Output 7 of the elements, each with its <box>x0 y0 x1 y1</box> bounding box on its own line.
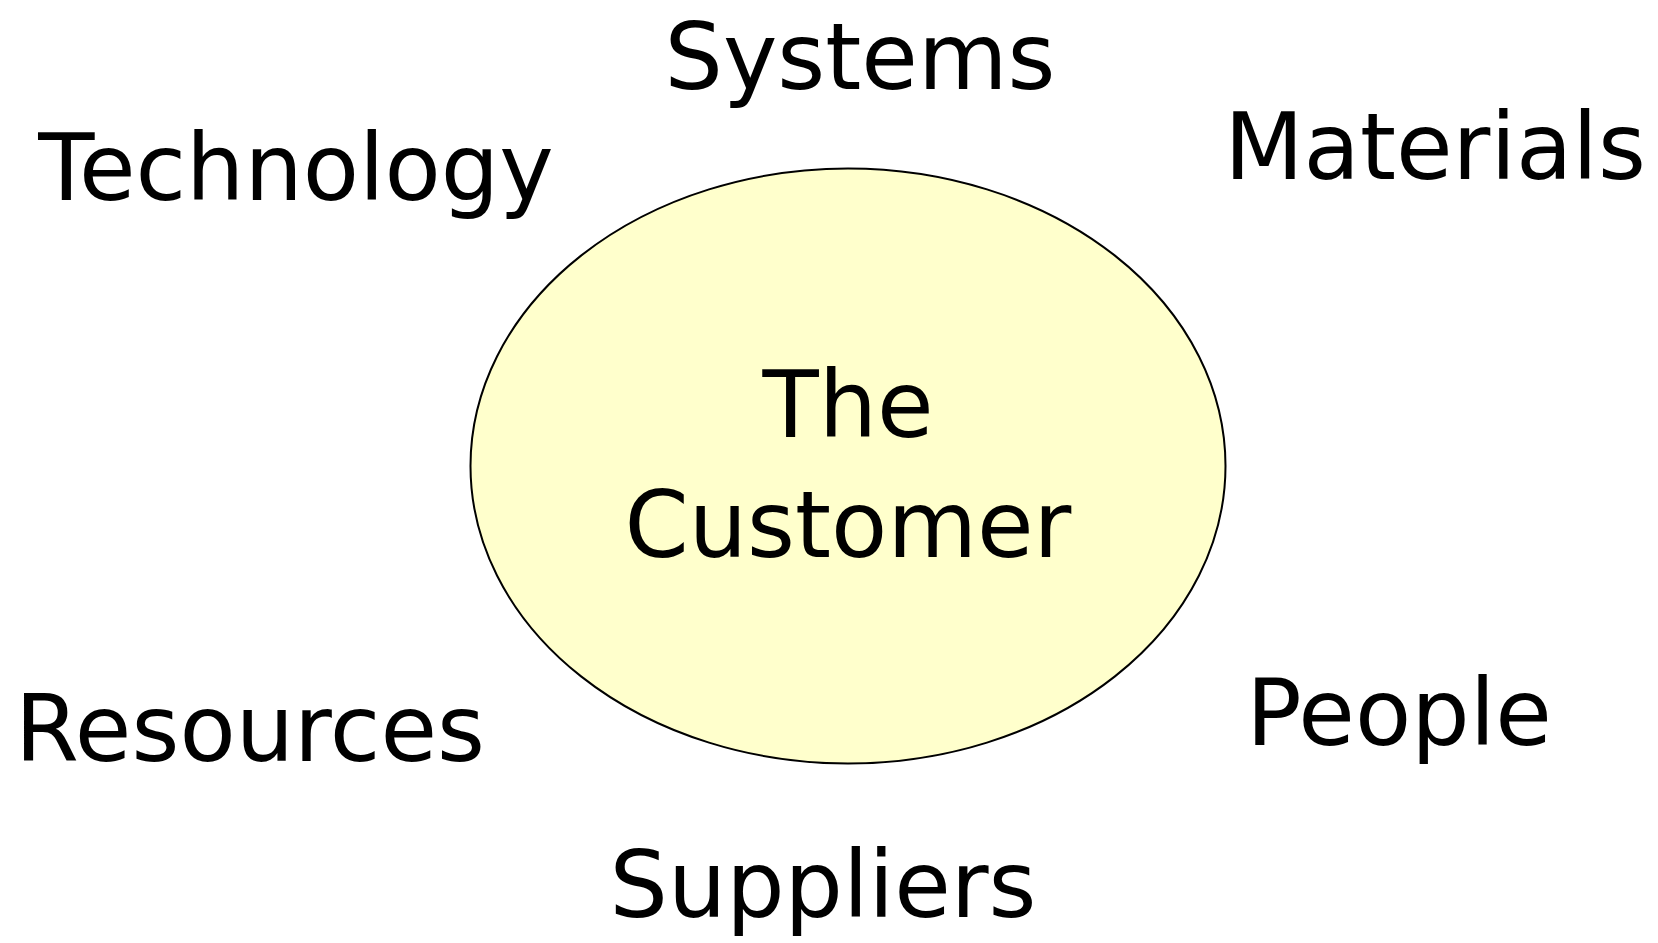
factor-label: Systems <box>664 7 1056 109</box>
factor-label: Resources <box>15 679 485 781</box>
factor-label: Technology <box>38 118 554 220</box>
node-label: The Customer <box>623 351 1073 581</box>
factor-label: People <box>1246 663 1552 765</box>
factor-label: Suppliers <box>609 835 1037 937</box>
factor-label: Materials <box>1224 97 1646 199</box>
